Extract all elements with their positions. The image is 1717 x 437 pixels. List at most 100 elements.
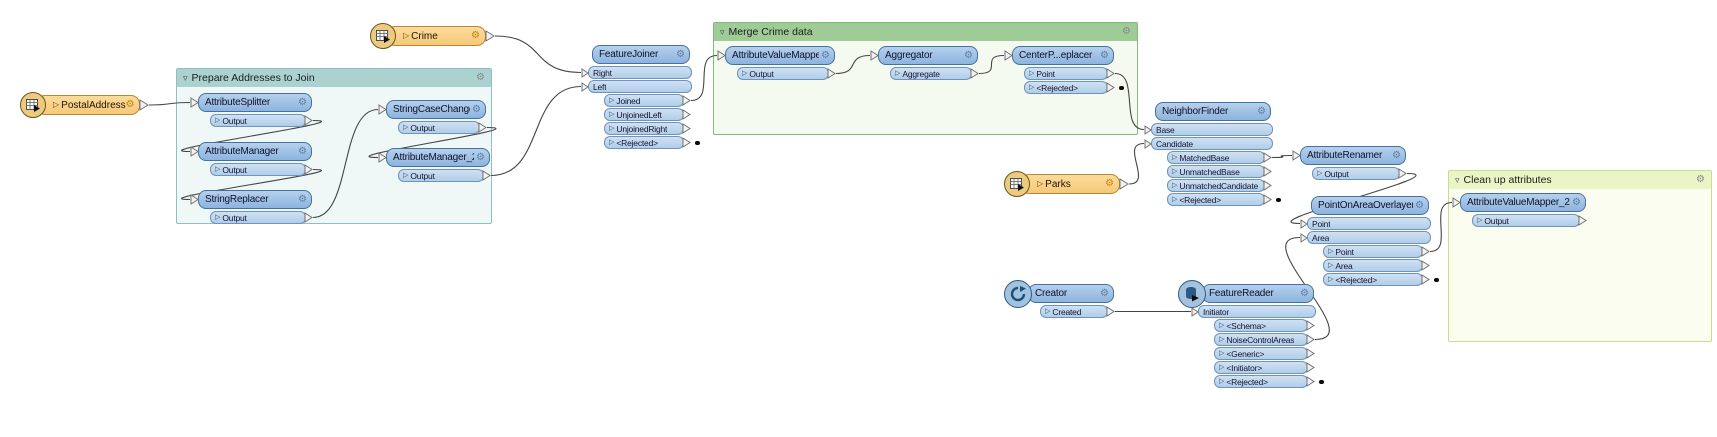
port-output[interactable]: ▷Output <box>210 211 306 224</box>
gear-icon[interactable]: ⚙ <box>1122 26 1131 37</box>
gear-icon[interactable]: ⚙ <box>1572 196 1581 208</box>
gear-icon[interactable]: ⚙ <box>1105 178 1114 189</box>
wire[interactable] <box>312 108 379 219</box>
port-noisecontrolareas[interactable]: ▷NoiseControlAreas <box>1214 333 1308 346</box>
gear-icon[interactable]: ⚙ <box>1415 199 1424 211</box>
port-unjoinedleft[interactable]: ▷UnjoinedLeft <box>604 108 684 121</box>
bookmark-header[interactable]: ▿Merge Crime data⚙ <box>714 23 1137 41</box>
gear-icon[interactable]: ⚙ <box>1257 105 1266 117</box>
wire[interactable] <box>490 85 582 177</box>
gear-icon[interactable]: ⚙ <box>472 103 481 115</box>
gear-icon[interactable]: ⚙ <box>1100 49 1109 61</box>
node-title[interactable]: AttributeValueMapper_2⚙ <box>1460 193 1586 212</box>
port-output[interactable]: ▷Output <box>737 67 829 80</box>
node-title[interactable]: AttributeManager⚙ <box>198 142 312 161</box>
bookmark-title: Clean up attributes <box>1463 174 1552 186</box>
node-title-label: Aggregator <box>885 50 933 61</box>
wire[interactable] <box>494 35 582 74</box>
wire[interactable] <box>690 54 718 102</box>
collapse-icon[interactable]: ▿ <box>720 26 725 37</box>
gear-icon[interactable]: ⚙ <box>964 49 973 61</box>
port-unmatchedcandidate[interactable]: ▷UnmatchedCandidate <box>1167 179 1265 192</box>
node-title[interactable]: Creator⚙ <box>1028 284 1114 303</box>
node-title[interactable]: AttributeRenamer⚙ <box>1300 146 1406 165</box>
gear-icon[interactable]: ⚙ <box>298 193 307 205</box>
port-aggregate[interactable]: ▷Aggregate <box>890 67 972 80</box>
bookmark-header[interactable]: ▿Clean up attributes ⚙ <box>1449 171 1711 189</box>
reader-body[interactable]: ▷Parks⚙ <box>1020 174 1120 194</box>
port-output[interactable]: ▷Output <box>398 169 484 182</box>
port-joined[interactable]: ▷Joined <box>604 94 684 107</box>
port-area[interactable]: ▷Area <box>1323 259 1423 272</box>
wire[interactable] <box>1128 142 1145 185</box>
wire[interactable] <box>1271 154 1293 159</box>
wire[interactable] <box>1429 201 1453 253</box>
port-output[interactable]: ▷Output <box>1312 167 1400 180</box>
reader-body[interactable]: ▷Crime⚙ <box>386 26 486 46</box>
port-left[interactable]: Left <box>588 80 692 93</box>
node-title[interactable]: AttributeManager_2⚙ <box>386 148 490 167</box>
port-output[interactable]: ▷Output <box>1472 214 1580 227</box>
collapse-icon[interactable]: ▿ <box>183 72 188 83</box>
port-point[interactable]: ▷Point <box>1024 67 1108 80</box>
gear-icon[interactable]: ⚙ <box>821 49 830 61</box>
wire[interactable] <box>180 119 323 153</box>
port-candidate[interactable]: Candidate <box>1151 137 1273 150</box>
gear-icon[interactable]: ⚙ <box>1696 174 1705 185</box>
node-title[interactable]: PointOnAreaOverlayer⚙ <box>1311 196 1429 215</box>
gear-icon[interactable]: ⚙ <box>471 30 480 41</box>
gear-icon[interactable]: ⚙ <box>298 145 307 157</box>
node-title[interactable]: FeatureReader⚙ <box>1202 284 1314 303</box>
wire[interactable] <box>978 54 1005 75</box>
port-schema[interactable]: ▷<Schema> <box>1214 319 1308 332</box>
node-title-label: AttributeValueMapper <box>732 50 820 61</box>
port-output[interactable]: ▷Output <box>398 121 480 134</box>
port-unjoinedright[interactable]: ▷UnjoinedRight <box>604 122 684 135</box>
input-connector-icon <box>1292 150 1301 161</box>
port-rejected[interactable]: ▷<Rejected> <box>604 136 684 149</box>
wire[interactable] <box>835 54 871 75</box>
node-title[interactable]: Aggregator ⚙ <box>878 46 978 65</box>
gear-icon[interactable]: ⚙ <box>1100 287 1109 299</box>
port-rejected[interactable]: ▷<Rejected> <box>1323 273 1423 286</box>
wire[interactable] <box>368 126 497 159</box>
gear-icon[interactable]: ⚙ <box>1300 287 1309 299</box>
wire[interactable] <box>148 101 191 106</box>
port-point[interactable]: Point <box>1307 217 1431 230</box>
port-generic[interactable]: ▷<Generic> <box>1214 347 1308 360</box>
port-point[interactable]: ▷Point <box>1323 245 1423 258</box>
node-title[interactable]: StringCaseChanger⚙ <box>386 100 486 119</box>
port-initiator[interactable]: ▷<Initiator> <box>1214 361 1308 374</box>
bookmark-header[interactable]: ▿Prepare Addresses to Join⚙ <box>177 69 491 87</box>
node-title[interactable]: StringReplacer⚙ <box>198 190 312 209</box>
node-title[interactable]: FeatureJoiner⚙ <box>592 45 690 64</box>
port-unmatchedbase[interactable]: ▷UnmatchedBase <box>1167 165 1265 178</box>
port-output[interactable]: ▷Output <box>210 114 306 127</box>
port-base[interactable]: Base <box>1151 123 1273 136</box>
node-title[interactable]: AttributeSplitter⚙ <box>198 93 312 112</box>
port-output[interactable]: ▷Output <box>210 163 306 176</box>
port-right[interactable]: Right <box>588 66 692 79</box>
port-rejected[interactable]: ▷<Rejected> <box>1214 375 1308 388</box>
port-initiator[interactable]: Initiator <box>1198 305 1316 318</box>
port-rejected[interactable]: ▷<Rejected> <box>1167 193 1265 206</box>
gear-icon[interactable]: ⚙ <box>1392 149 1401 161</box>
wire[interactable] <box>180 168 323 201</box>
wire[interactable] <box>1114 72 1145 131</box>
gear-icon[interactable]: ⚙ <box>298 96 307 108</box>
gear-icon[interactable]: ⚙ <box>476 72 485 83</box>
reader-body[interactable]: ▷PostalAddress⚙ <box>36 95 140 115</box>
node-title[interactable]: CenterP...eplacer⚙ <box>1012 46 1114 65</box>
port-created[interactable]: ▷Created <box>1040 305 1108 318</box>
node-title[interactable]: NeighborFinder⚙ <box>1155 102 1271 121</box>
gear-icon[interactable]: ⚙ <box>476 151 485 163</box>
port-matchedbase[interactable]: ▷MatchedBase <box>1167 151 1265 164</box>
gear-icon[interactable]: ⚙ <box>676 48 685 60</box>
node-title[interactable]: AttributeValueMapper⚙ <box>725 46 835 65</box>
port-area[interactable]: Area <box>1307 231 1431 244</box>
port-label: UnmatchedBase <box>1179 166 1240 177</box>
port-rejected[interactable]: ▷<Rejected> <box>1024 81 1108 94</box>
collapse-icon[interactable]: ▿ <box>1455 174 1460 185</box>
gear-icon[interactable]: ⚙ <box>125 99 135 110</box>
